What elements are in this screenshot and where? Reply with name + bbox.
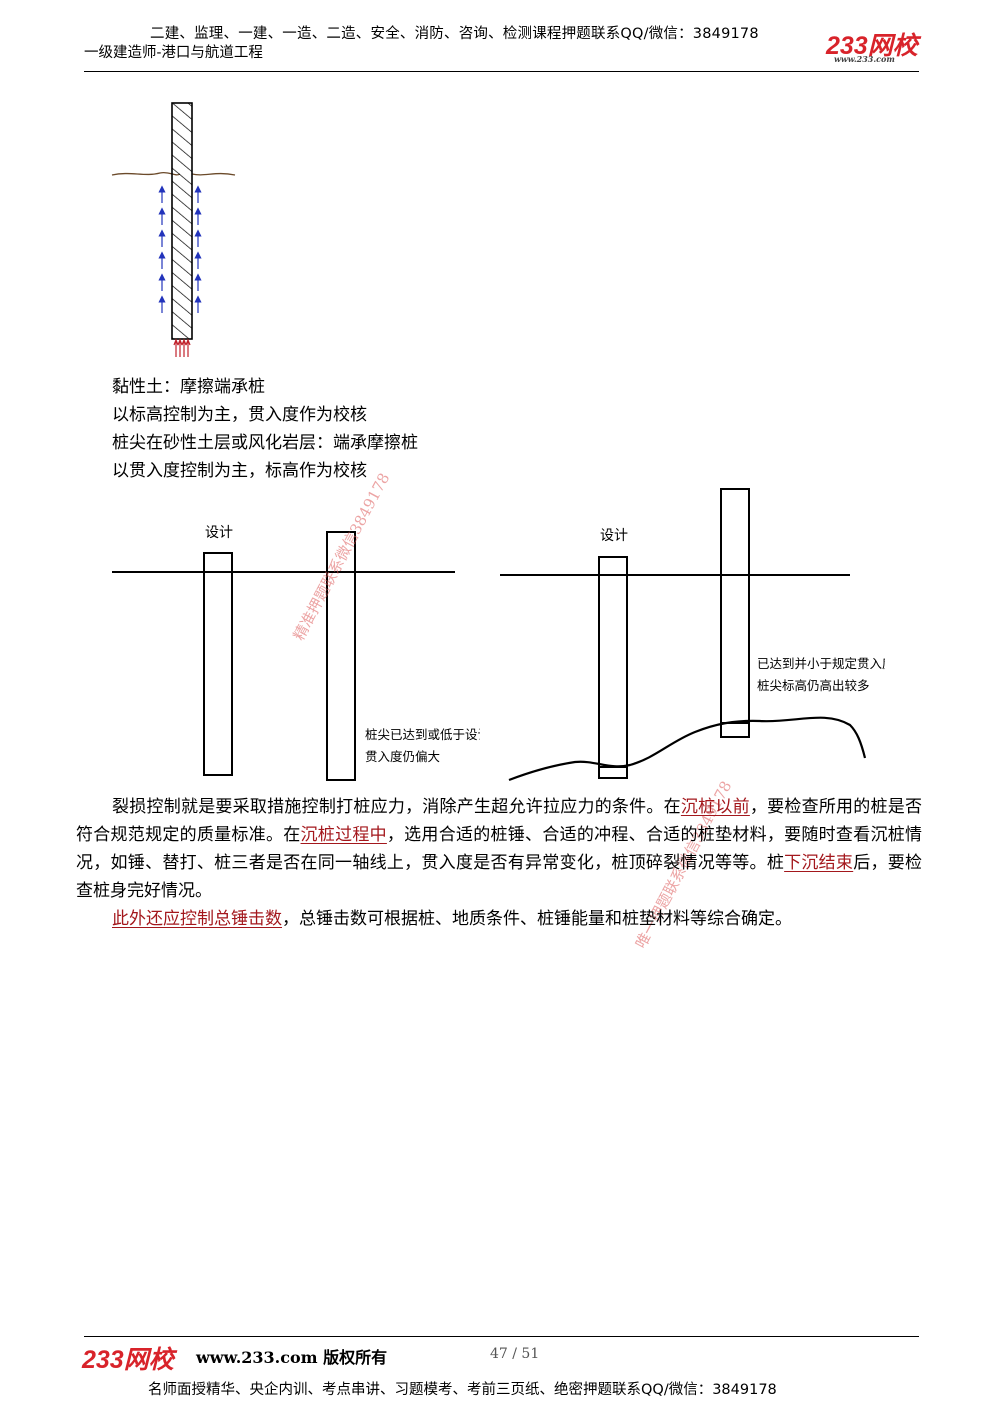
footer-banner: 名师面授精华、央企内训、考点串讲、习题模考、考前三页纸、绝密押题联系QQ/微信：…	[148, 1382, 777, 1398]
pile-shaft	[171, 102, 193, 340]
note-line: 以标高控制为主，贯入度作为校核	[112, 405, 367, 425]
header-banner: 二建、监理、一建、一造、二造、安全、消防、咨询、检测课程押题联系QQ/微信：38…	[150, 26, 759, 42]
note-line: 桩尖在砂性土层或风化岩层：端承摩擦桩	[112, 433, 418, 453]
emphasis-before-driving: 沉桩以前	[680, 797, 750, 817]
paragraph-crack-control: 裂损控制就是要采取措施控制打桩应力，消除产生超允许拉应力的条件。在沉桩以前，要检…	[76, 797, 923, 901]
footer-brand-logo: 233网校	[82, 1346, 174, 1374]
brand-url: www.233.com	[834, 54, 895, 64]
friction-arrows	[158, 185, 202, 313]
emphasis-during-driving: 沉桩过程中	[300, 825, 387, 845]
pile-force-diagram	[111, 102, 236, 357]
design-label: 设计	[205, 525, 233, 541]
design-pile	[203, 552, 233, 776]
note-line: 黏性土：摩擦端承桩	[112, 377, 265, 397]
driven-pile	[326, 531, 356, 781]
bearing-stratum-line	[508, 716, 867, 782]
design-label: 设计	[600, 528, 628, 544]
tip-resistance-arrows	[173, 338, 191, 357]
paragraph-blow-count: 此外还应控制总锤击数，总锤击数可根据桩、地质条件、桩锤能量和桩垫材料等综合确定。	[112, 909, 792, 929]
design-pile	[598, 556, 628, 779]
document-title: 一级建造师-港口与航道工程	[84, 45, 263, 61]
pile-caption-line: 桩尖标高仍高出较多	[757, 678, 870, 693]
footer-copyright: www.233.com 版权所有	[196, 1348, 388, 1367]
footer-rule	[84, 1336, 919, 1337]
pile-caption-line: 贯入度仍偏大	[365, 749, 440, 764]
refusal-elevation-diagram: 设计 已达到并小于规定贯入度 桩尖标高仍高出较多	[500, 488, 885, 782]
design-elevation-diagram: 设计 桩尖已达到或低于设计标高 贯入度仍偏大	[112, 525, 480, 781]
header-rule	[84, 71, 919, 72]
pile-caption-line: 已达到并小于规定贯入度	[757, 656, 885, 671]
note-line: 以贯入度控制为主，标高作为校核	[112, 461, 367, 481]
body-text: 裂损控制就是要采取措施控制打桩应力，消除产生超允许拉应力的条件。在沉桩以前，要检…	[76, 793, 922, 933]
driven-pile	[720, 488, 750, 738]
brand-logo: 233网校	[826, 32, 918, 60]
pile-caption-line: 桩尖已达到或低于设计标高	[365, 727, 480, 742]
emphasis-blow-count: 此外还应控制总锤击数	[112, 909, 282, 929]
page-number: 47 / 51	[490, 1346, 540, 1362]
emphasis-after-driving: 下沉结束	[784, 853, 854, 873]
